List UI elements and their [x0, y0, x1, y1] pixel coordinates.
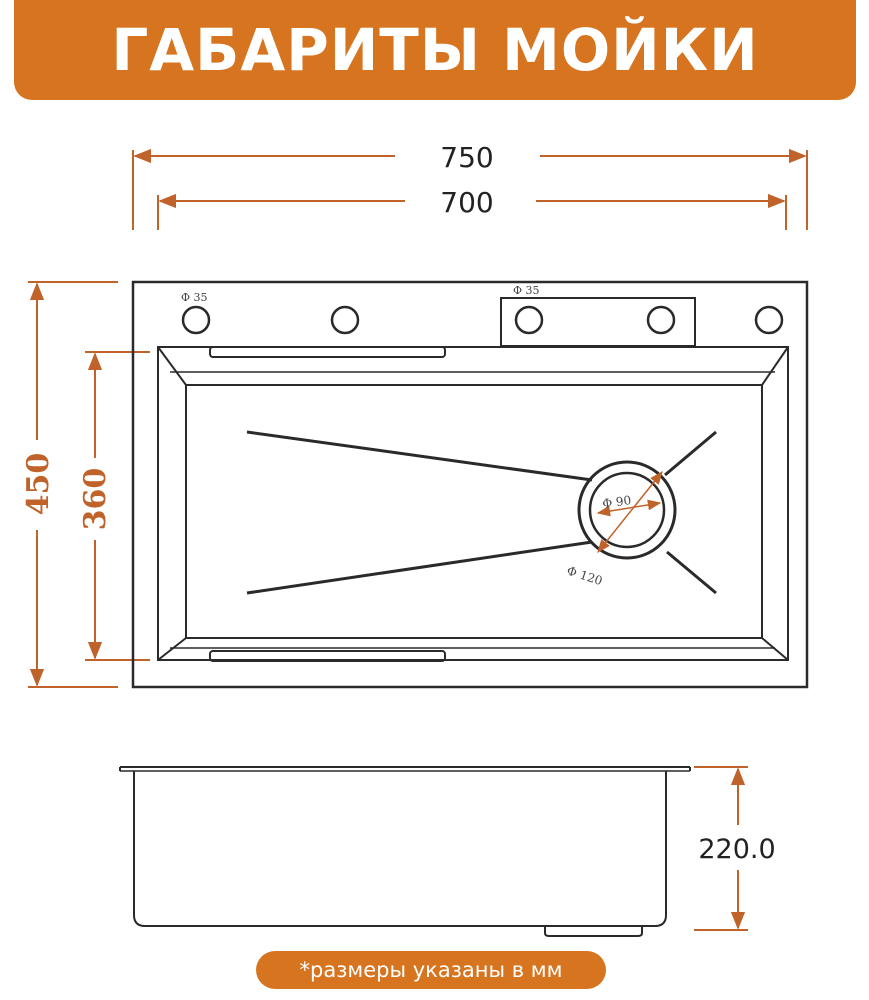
accessory-hole-icon: [754, 305, 784, 335]
width-700-label: 700: [440, 186, 493, 219]
bowl-side-profile: [133, 771, 667, 927]
bottom-ledge: [209, 650, 446, 662]
top-view: [131, 280, 809, 689]
height-220-label: 220.0: [698, 834, 775, 865]
depth-360-dimension: 360: [78, 351, 150, 661]
dispenser-hole-label: Φ 35: [513, 284, 540, 297]
faucet-hole-icon: [181, 305, 211, 335]
top-ledge: [209, 346, 446, 358]
bowl-outer-rim: [157, 346, 789, 661]
width-700-dimension: 700: [157, 186, 787, 230]
width-750-label: 750: [440, 141, 493, 174]
drain-outer-icon: [577, 460, 677, 560]
drain-outlet: [544, 926, 643, 937]
units-note: *размеры указаны в мм: [299, 958, 563, 982]
depth-450-dimension: 450: [21, 281, 118, 688]
faucet-hole-label: Φ 35: [181, 291, 208, 304]
depth-450-label: 450: [21, 453, 56, 516]
height-220-dimension: 220.0: [694, 766, 776, 931]
depth-360-label: 360: [78, 468, 113, 531]
side-view: [119, 766, 691, 937]
sink-outer-outline: [131, 280, 809, 689]
units-note-badge: *размеры указаны в мм: [256, 951, 606, 989]
dispenser-plate: [500, 297, 696, 347]
title-banner: ГАБАРИТЫ МОЙКИ: [14, 0, 856, 100]
page-title: ГАБАРИТЫ МОЙКИ: [111, 16, 759, 84]
accessory-hole-icon: [646, 305, 676, 335]
drain-inner-label: Φ 90: [601, 493, 632, 511]
width-750-dimension: 750: [132, 141, 808, 230]
accessory-hole-icon: [330, 305, 360, 335]
dispenser-hole-icon: [514, 305, 544, 335]
drain-outer-label: Φ 120: [565, 564, 604, 589]
